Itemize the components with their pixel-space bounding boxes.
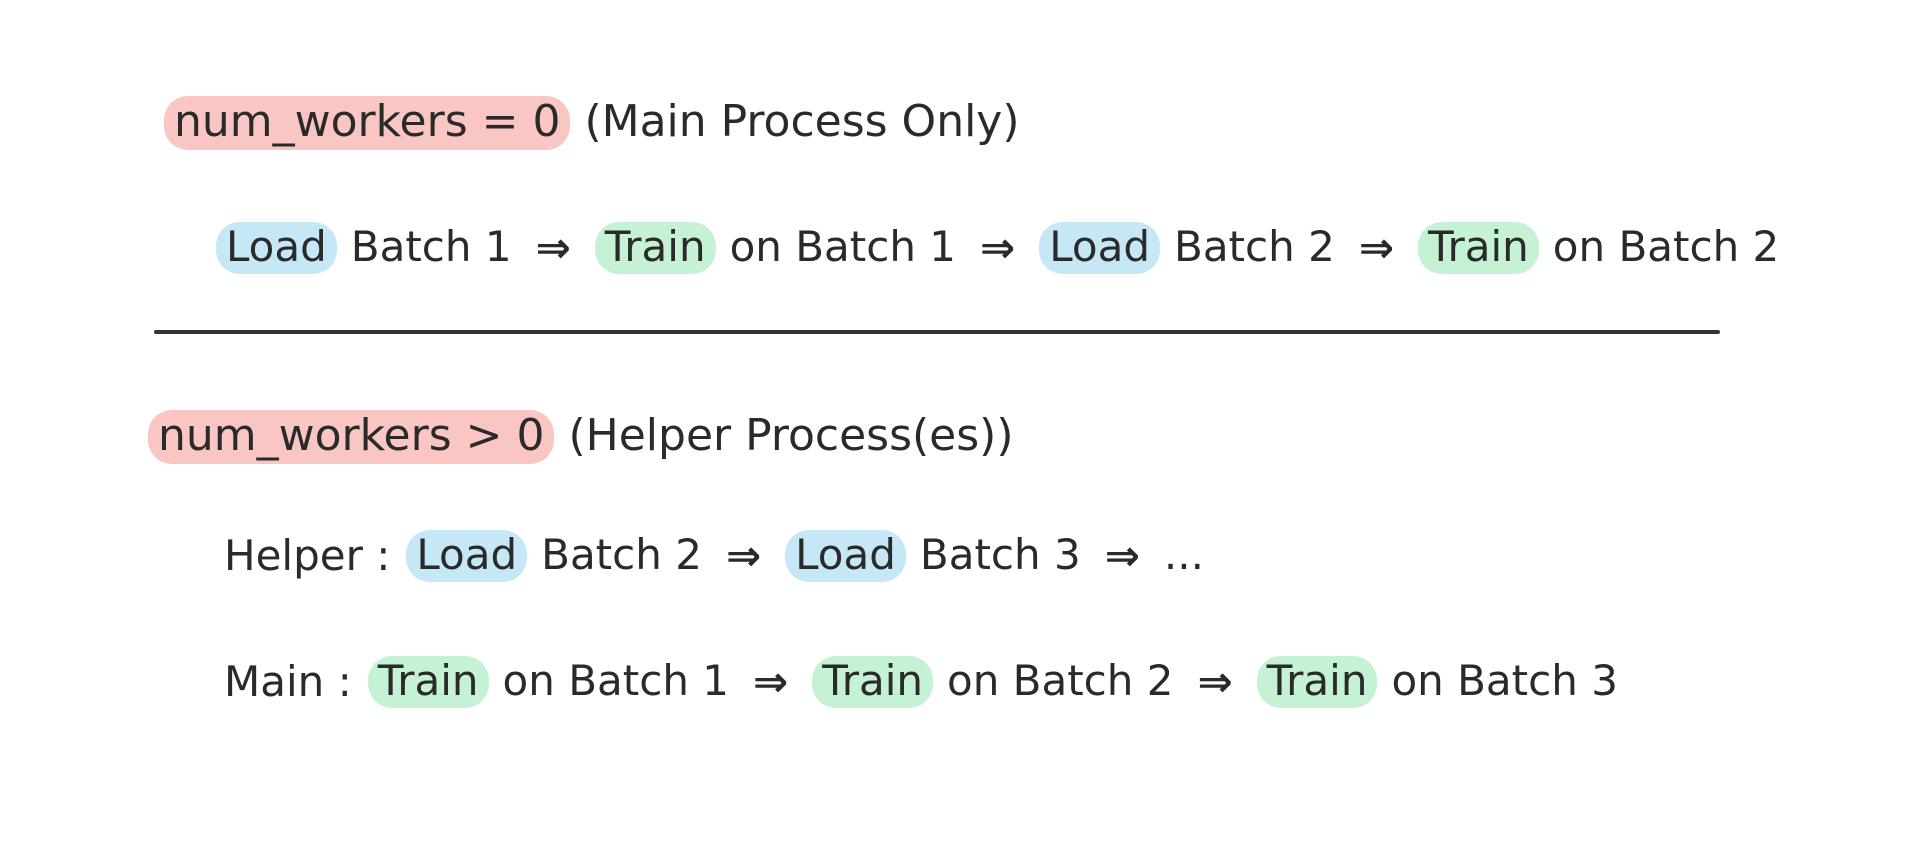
section-divider: [154, 330, 1720, 334]
helper-step1-rest: Batch 2: [541, 530, 702, 579]
s1-step2-verb: Train: [594, 222, 716, 274]
s1-step4-rest: on Batch 2: [1552, 222, 1780, 271]
helper-processes-description: (Helper Process(es)): [568, 410, 1014, 461]
section1-header: num_workers = 0 (Main Process Only): [164, 96, 1034, 150]
s1-step3-rest: Batch 2: [1174, 222, 1335, 271]
arrow-icon: ⇒: [753, 657, 789, 706]
main-process-only-description: (Main Process Only): [584, 96, 1020, 147]
arrow-icon: ⇒: [725, 531, 762, 580]
num-workers-zero-keyword: num_workers = 0: [164, 96, 571, 150]
arrow-icon: ⇒: [1104, 531, 1140, 580]
main-step1-rest: on Batch 1: [502, 656, 730, 705]
main-flow: Main : Train on Batch 1 ⇒ Train on Batch…: [224, 656, 1632, 708]
arrow-icon: ⇒: [1358, 223, 1395, 272]
helper-label: Helper :: [224, 531, 391, 580]
section2-header: num_workers > 0 (Helper Process(es)): [148, 410, 1028, 464]
num-workers-positive-keyword: num_workers > 0: [148, 410, 555, 464]
main-step1-verb: Train: [367, 656, 489, 708]
helper-step1-verb: Load: [406, 530, 528, 582]
s1-step3-verb: Load: [1039, 222, 1160, 274]
main-step3-verb: Train: [1256, 656, 1378, 708]
main-step2-verb: Train: [812, 656, 933, 708]
helper-step2-verb: Load: [785, 530, 906, 582]
main-label: Main :: [224, 657, 352, 706]
helper-step2-rest: Batch 3: [919, 530, 1081, 579]
main-step2-rest: on Batch 2: [947, 656, 1174, 705]
arrow-icon: ⇒: [535, 223, 571, 272]
main-step3-rest: on Batch 3: [1391, 656, 1618, 705]
s1-step1-rest: Batch 1: [350, 222, 512, 271]
s1-step2-rest: on Batch 1: [729, 222, 957, 271]
arrow-icon: ⇒: [980, 223, 1016, 272]
section1-flow: Load Batch 1 ⇒ Train on Batch 1 ⇒ Load B…: [216, 222, 1793, 274]
arrow-icon: ⇒: [1197, 657, 1233, 706]
helper-flow: Helper : Load Batch 2 ⇒ Load Batch 3 ⇒ .…: [224, 530, 1218, 582]
helper-ellipsis: ...: [1163, 530, 1204, 579]
s1-step1-verb: Load: [216, 222, 337, 274]
s1-step4-verb: Train: [1418, 222, 1539, 274]
